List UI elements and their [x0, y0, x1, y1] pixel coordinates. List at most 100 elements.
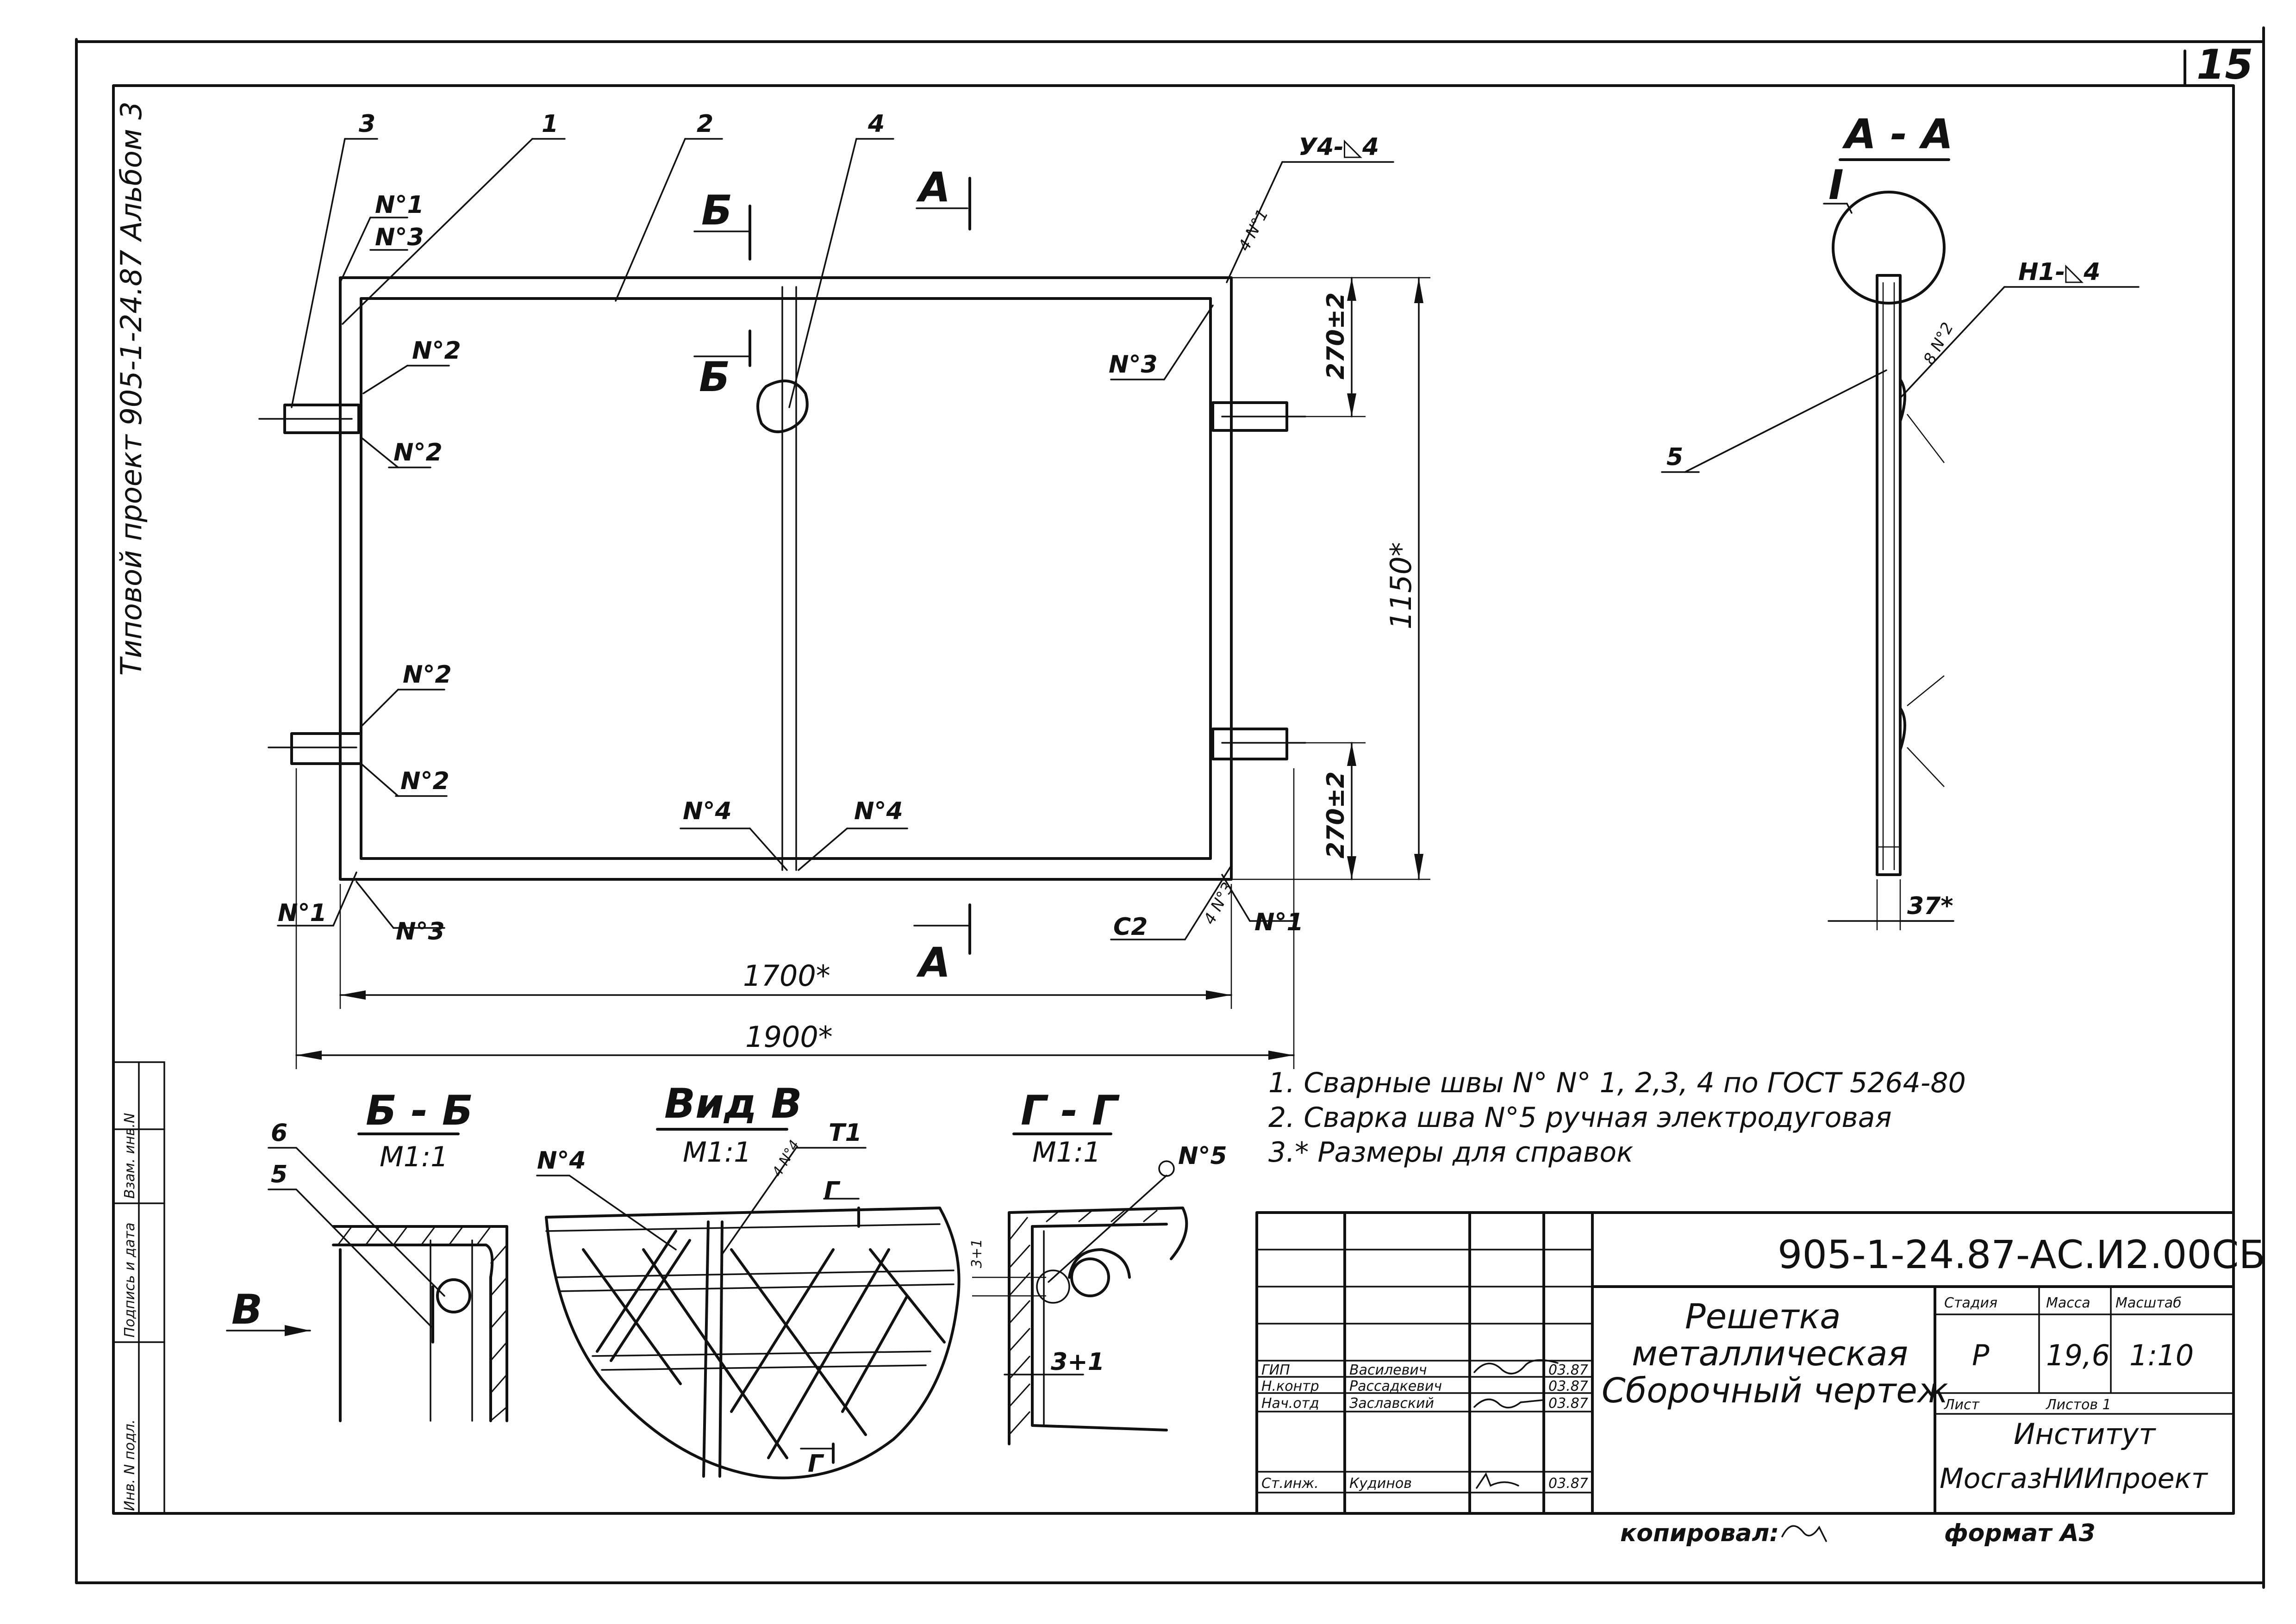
side-title: Типовой проект 905-1-24.87 Альбом 3 — [114, 101, 148, 676]
signer-date-4: 03.87 — [1548, 1475, 1588, 1492]
signer-role-4: Ст.инж. — [1261, 1475, 1319, 1492]
copied-by: копировал: — [1620, 1519, 1779, 1547]
detail-gg: Г - Г М1:1 N°5 3+1 — [969, 1087, 1227, 1445]
section-b-bottom: Б — [699, 353, 730, 401]
section-aa: А - А I Н1-◺4 8 N°2 5 37* — [1661, 110, 2140, 930]
scale-value: 1:10 — [2129, 1338, 2194, 1372]
detail-gg-scale: М1:1 — [1032, 1136, 1101, 1169]
view-b-weld-count: 4 N°4 — [769, 1138, 803, 1180]
notes: 1. Сварные швы N° N° 1, 2,3, 4 по ГОСТ 5… — [1268, 1067, 1966, 1169]
title-block: 905-1-24.87-АС.И2.00СБ Решетка металличе… — [1255, 1211, 2265, 1547]
grating-main-view: 3 1 2 4 N°1 N°3 N°2 N°2 N°2 N°2 N°3 N°4 — [258, 110, 1430, 1069]
section-a-top: А — [916, 163, 950, 211]
weld-c2: С2 — [1113, 913, 1148, 941]
sheet-frame: 15 — [75, 26, 2265, 1589]
copied-signature — [1781, 1525, 1827, 1542]
stamp-sign: Подпись и дата — [122, 1223, 138, 1338]
section-b-top: Б — [701, 187, 732, 234]
weld-corner-tr: 4 N°1 — [1235, 206, 1273, 254]
weld-symbol-aa: Н1-◺4 — [2018, 258, 2100, 286]
org-line-1: Институт — [2014, 1417, 2156, 1451]
title-line-3: Сборочный чертеж — [1602, 1371, 1948, 1411]
detail-bb-scale: М1:1 — [380, 1141, 448, 1173]
mass-value: 19,6 — [2046, 1338, 2110, 1372]
signer-date-2: 03.87 — [1548, 1378, 1588, 1394]
weld-n1-tl: N°1 — [375, 191, 424, 219]
note-1: 1. Сварные швы N° N° 1, 2,3, 4 по ГОСТ 5… — [1268, 1067, 1966, 1099]
sheets-label: Листов 1 — [2046, 1397, 2111, 1413]
bb-hatch — [337, 1226, 508, 1422]
note-3: 3.* Размеры для справок — [1268, 1136, 1633, 1169]
dim-1900: 1900* — [745, 1020, 833, 1054]
section-a-bottom: А — [916, 939, 950, 986]
signer-date-3: 03.87 — [1548, 1395, 1588, 1412]
dim-3-bottom: 3+1 — [1051, 1348, 1104, 1376]
signer-role-3: Нач.отд — [1261, 1395, 1319, 1412]
weld-n3-bl: N°3 — [396, 918, 445, 946]
signature-1 — [1473, 1359, 1559, 1375]
title-line-2: металлическая — [1632, 1334, 1908, 1374]
signature-4 — [1476, 1472, 1519, 1489]
weld-n4-l: N°4 — [683, 797, 732, 825]
stage-header: Стадия — [1944, 1295, 1997, 1311]
view-b-title: Вид В — [664, 1080, 802, 1127]
detail-bb: Б - Б М1:1 6 5 В — [226, 1087, 508, 1422]
signer-name-3: Заславский — [1349, 1395, 1434, 1412]
pos-6: 6 — [271, 1119, 287, 1147]
signer-name-4: Кудинов — [1349, 1475, 1412, 1492]
weld-n3-tl: N°3 — [375, 224, 424, 251]
left-stamp: Инв. N подл. Подпись и дата Взам. инв.N — [112, 1061, 165, 1514]
weld-n2-l2: N°2 — [393, 439, 443, 467]
callout-i: I — [1828, 161, 1844, 209]
org-line-2: МосгазНИИпроект — [1940, 1462, 2209, 1495]
detail-view-b: Вид В М1:1 N°4 Т1 4 N°4 Г Г — [536, 1080, 961, 1480]
dim-37: 37* — [1907, 892, 1953, 920]
signer-name-2: Рассадкевич — [1349, 1378, 1442, 1394]
mass-header: Масса — [2046, 1295, 2090, 1311]
note-2: 2. Сварка шва N°5 ручная электродуговая — [1268, 1101, 1892, 1134]
dim-270-top: 270±2 — [1322, 292, 1350, 380]
title-line-1: Решетка — [1685, 1297, 1841, 1337]
stage-value: Р — [1972, 1338, 1990, 1372]
stamp-inv: Инв. N подл. — [122, 1419, 138, 1511]
weld-n3-r: N°3 — [1109, 351, 1158, 379]
weld-n4-r: N°4 — [854, 797, 903, 825]
pos-5-aa: 5 — [1666, 443, 1683, 471]
sheet-label: Лист — [1944, 1397, 1980, 1413]
view-b-weld: N°4 — [537, 1147, 586, 1175]
pos-1: 1 — [542, 110, 558, 138]
scale-header: Масштаб — [2115, 1295, 2182, 1311]
view-b-scale: М1:1 — [683, 1136, 751, 1169]
weld-n1-br: N°1 — [1254, 908, 1304, 936]
detail-gg-title: Г - Г — [1021, 1087, 1120, 1134]
signer-role-2: Н.контр — [1261, 1378, 1319, 1394]
view-b-cut-top: Г — [824, 1177, 841, 1205]
dim-1150: 1150* — [1384, 542, 1418, 629]
signature-3 — [1473, 1398, 1545, 1409]
pos-4: 4 — [867, 110, 885, 138]
document-code: 905-1-24.87-АС.И2.00СБ — [1778, 1232, 2265, 1277]
dim-3-top: 3+1 — [969, 1239, 985, 1268]
view-arrow-b: В — [231, 1286, 262, 1333]
pos-5-bb: 5 — [271, 1161, 287, 1188]
view-b-cut-bottom: Г — [808, 1450, 824, 1478]
signer-name-1: Василевич — [1349, 1362, 1427, 1378]
signer-date-1: 03.87 — [1548, 1362, 1588, 1378]
weld-symbol-main: У4-◺4 — [1298, 133, 1379, 161]
detail-bb-title: Б - Б — [366, 1087, 473, 1134]
sheet-number: 15 — [2196, 41, 2253, 88]
weld-n2-l4: N°2 — [400, 767, 449, 795]
weld-n2-l1: N°2 — [412, 337, 461, 365]
stamp-replace: Взам. инв.N — [122, 1113, 138, 1199]
weld-n1-bl: N°1 — [278, 899, 327, 927]
section-aa-title: А - А — [1842, 110, 1953, 158]
detail-gg-weld: N°5 — [1178, 1142, 1227, 1170]
pos-3: 3 — [359, 110, 375, 138]
view-b-weld-symbol: Т1 — [829, 1119, 862, 1147]
pos-2: 2 — [697, 110, 713, 138]
dim-1700: 1700* — [743, 959, 830, 993]
format: формат А3 — [1944, 1519, 2096, 1547]
weld-n2-l3: N°2 — [403, 661, 452, 689]
dim-270-bottom: 270±2 — [1322, 772, 1350, 859]
